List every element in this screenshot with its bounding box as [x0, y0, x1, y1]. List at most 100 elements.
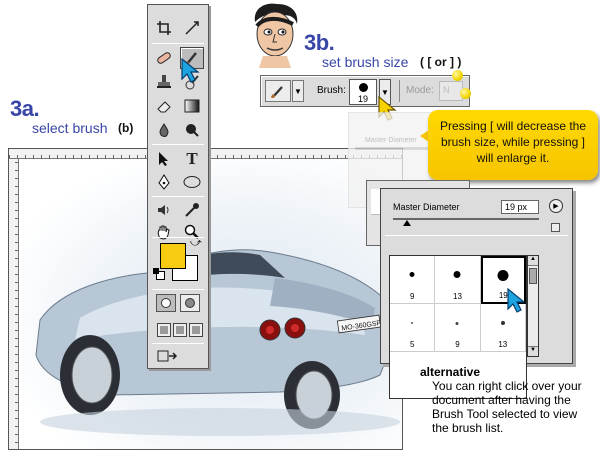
jump-to-imageready-button[interactable] [156, 345, 180, 367]
toolbox-divider [152, 144, 204, 145]
swap-colors-icon[interactable]: ⤻ [190, 237, 202, 249]
slice-tool[interactable] [180, 17, 204, 39]
step-3b-number: 3b. [304, 30, 335, 55]
ghost-label: Master Diameter [365, 137, 417, 144]
dodge-icon [186, 124, 199, 137]
vertical-ruler [9, 159, 19, 449]
brush-cell-selected[interactable]: 19 [480, 256, 526, 304]
scroll-thumb[interactable] [529, 268, 537, 284]
brush-preview[interactable]: 19 [349, 79, 377, 105]
bandage-icon [157, 52, 171, 64]
brush-grid: 9 13 19 5 9 13 [389, 255, 527, 399]
picker-divider [385, 235, 568, 236]
stamp-icon [157, 75, 171, 88]
tip-callout: Pressing [ will decrease the brush size,… [428, 110, 598, 180]
pen-tool[interactable] [152, 171, 176, 193]
speaker-icon [158, 205, 169, 215]
eyedropper-tool[interactable] [180, 199, 204, 221]
standard-mode-button[interactable] [156, 294, 176, 312]
standard-screen-button[interactable] [157, 323, 171, 337]
brush-list-scrollbar[interactable]: ▲ ▼ [527, 255, 539, 357]
brush-tip-icon [359, 83, 368, 92]
toolbox-divider [152, 43, 204, 44]
car-image: MO-360GSP [35, 249, 400, 436]
ellipse-tool[interactable] [180, 171, 204, 193]
imageready-icon [157, 350, 178, 362]
eyedropper-icon [185, 203, 199, 217]
cursor-arrow-icon [181, 58, 200, 83]
brush-label: Brush: [317, 85, 346, 96]
crop-icon [157, 21, 171, 35]
yellow-marker-icon [452, 70, 463, 81]
full-screen-menu-button[interactable] [173, 323, 187, 337]
full-screen-button[interactable] [189, 323, 203, 337]
new-brush-icon[interactable] [551, 223, 560, 232]
step-3b-key: ( [ or ] ) [420, 55, 462, 69]
diameter-slider[interactable] [393, 218, 539, 220]
yellow-marker-icon [460, 88, 471, 99]
slice-icon [185, 21, 199, 35]
brush-cell[interactable]: 5 [390, 304, 436, 352]
brush-size-value: 19 [357, 94, 368, 104]
brush-cell[interactable]: 9 [390, 256, 436, 304]
zoom-tool[interactable] [180, 221, 204, 243]
brush-cell-size: 13 [498, 340, 508, 349]
crop-tool[interactable] [152, 17, 176, 39]
picker-menu-button[interactable]: ▶ [549, 199, 563, 213]
path-selection-tool[interactable] [152, 148, 176, 170]
options-bar: ▼ Brush: 19 ▼ Mode: N [260, 75, 470, 107]
gradient-tool[interactable] [180, 95, 204, 117]
brush-cell-size: 9 [455, 340, 460, 349]
brush-cell[interactable]: 13 [435, 256, 481, 304]
default-colors-icon[interactable] [153, 268, 165, 280]
brush-cell-size: 9 [409, 292, 415, 301]
dodge-tool[interactable] [180, 119, 204, 141]
clone-stamp-tool[interactable] [152, 71, 176, 93]
brush-cell[interactable]: 9 [435, 304, 481, 352]
document-canvas[interactable]: MO-360GSP [20, 160, 402, 449]
cursor-arrow-icon [507, 288, 526, 313]
diameter-input[interactable]: 19 px [501, 200, 539, 214]
notes-tool[interactable] [152, 199, 176, 221]
brush-cell[interactable]: 13 [480, 304, 526, 352]
drop-icon [159, 123, 169, 137]
hand-icon [157, 225, 170, 240]
type-tool[interactable]: T [186, 149, 198, 168]
diameter-slider-thumb[interactable] [403, 220, 411, 226]
scroll-up-icon[interactable]: ▲ [528, 256, 538, 266]
foreground-color-swatch[interactable] [160, 243, 186, 269]
toolbox-divider [152, 289, 204, 290]
pen-icon [158, 174, 170, 190]
standard-mode-icon [161, 298, 171, 308]
quick-mask-icon [185, 298, 195, 308]
scroll-down-icon[interactable]: ▼ [528, 346, 538, 356]
options-divider [399, 80, 400, 102]
blur-tool[interactable] [152, 119, 176, 141]
ellipse-icon [183, 176, 201, 188]
toolbox-divider [152, 343, 204, 344]
brush-cell-size: 13 [453, 292, 462, 301]
arrow-pointer-icon [159, 152, 168, 166]
step-3a-text: select brush [32, 120, 108, 136]
gradient-icon [184, 99, 200, 113]
step-3b-text: set brush size [322, 54, 409, 70]
tool-preset-picker[interactable] [265, 80, 291, 102]
toolbox-divider [152, 237, 204, 238]
alternative-title: alternative [420, 365, 481, 379]
ghost-slider [355, 147, 435, 150]
healing-brush-tool[interactable] [152, 47, 176, 69]
hand-tool[interactable] [152, 221, 176, 243]
tools-palette: T ⤻ [147, 4, 209, 369]
presenter-avatar [254, 3, 298, 68]
brush-picker-panel: Master Diameter 19 px ▶ 9 13 19 5 9 13 ▲… [380, 188, 573, 399]
tool-preset-dropdown[interactable]: ▼ [292, 80, 304, 102]
brush-cell-size: 5 [409, 340, 415, 349]
brush-icon [271, 86, 283, 98]
brush-cell-size: 19 [498, 291, 508, 300]
master-diameter-label: Master Diameter [393, 202, 460, 212]
step-3a-number: 3a. [10, 96, 40, 121]
alternative-text: You can right click over your document a… [432, 379, 582, 435]
mode-label: Mode: [406, 85, 434, 96]
quick-mask-button[interactable] [180, 294, 200, 312]
eraser-tool[interactable] [152, 95, 176, 117]
